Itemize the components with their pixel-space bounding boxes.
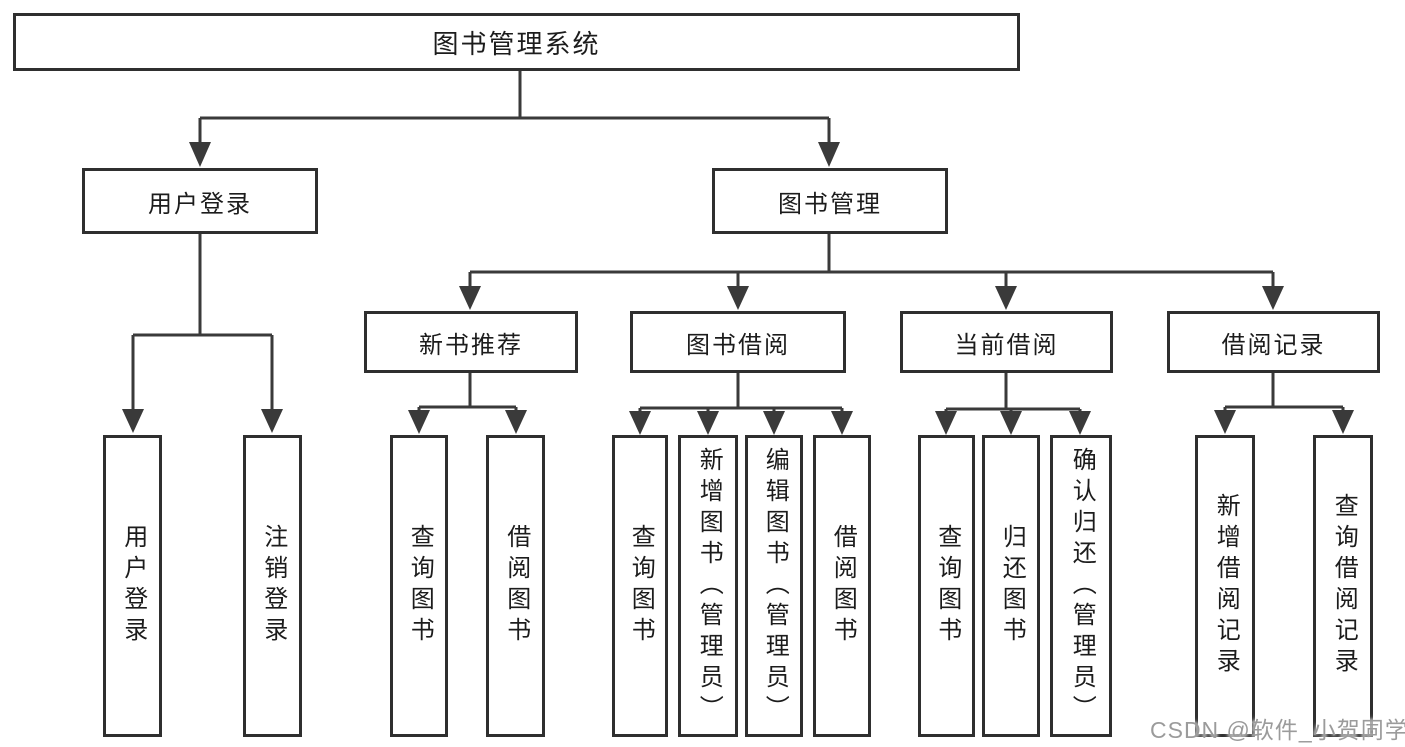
leaf-logout: 注销登录 <box>243 435 302 737</box>
leaf-recommend-borrow-books: 借阅图书 <box>486 435 545 737</box>
node-user-login: 用户登录 <box>82 168 318 234</box>
node-label: 查询图书 <box>406 524 434 648</box>
node-label: 编辑图书（管理员） <box>761 446 789 726</box>
node-label: 查询图书 <box>627 524 655 648</box>
leaf-borrow-query-books: 查询图书 <box>612 435 668 737</box>
node-new-book-recommend: 新书推荐 <box>364 311 578 373</box>
node-library-management-system: 图书管理系统 <box>13 13 1020 71</box>
node-label: 新增借阅记录 <box>1212 493 1240 679</box>
leaf-add-borrow-record: 新增借阅记录 <box>1195 435 1255 737</box>
node-label: 借阅图书 <box>502 524 530 648</box>
leaf-confirm-return-admin: 确认归还（管理员） <box>1050 435 1112 737</box>
node-label: 借阅图书 <box>829 524 857 648</box>
node-label: 图书管理系统 <box>432 28 601 59</box>
node-label: 注销登录 <box>259 524 287 648</box>
node-label: 用户登录 <box>148 190 252 218</box>
node-label: 查询借阅记录 <box>1330 493 1358 679</box>
node-label: 查询图书 <box>933 524 961 648</box>
node-label: 当前借阅 <box>954 331 1059 359</box>
csdn-watermark: CSDN @软件_小贺同学 <box>1150 717 1405 743</box>
node-label: 借阅记录 <box>1221 331 1326 359</box>
node-current-borrow: 当前借阅 <box>900 311 1113 373</box>
node-label: 新增图书（管理员） <box>695 446 723 726</box>
node-label: 归还图书 <box>998 524 1026 648</box>
leaf-user-login: 用户登录 <box>103 435 162 737</box>
leaf-current-query-books: 查询图书 <box>918 435 975 737</box>
node-borrow-records: 借阅记录 <box>1167 311 1380 373</box>
leaf-borrow-books: 借阅图书 <box>813 435 871 737</box>
leaf-edit-books-admin: 编辑图书（管理员） <box>745 435 803 737</box>
node-label: 图书借阅 <box>686 331 790 359</box>
node-label: 确认归还（管理员） <box>1068 446 1096 726</box>
node-book-management: 图书管理 <box>712 168 948 234</box>
node-book-borrow: 图书借阅 <box>630 311 846 373</box>
node-label: 图书管理 <box>778 190 882 218</box>
node-label: 新书推荐 <box>419 331 523 359</box>
leaf-add-books-admin: 新增图书（管理员） <box>678 435 738 737</box>
leaf-recommend-query-books: 查询图书 <box>390 435 448 737</box>
leaf-query-borrow-record: 查询借阅记录 <box>1313 435 1373 737</box>
node-label: 用户登录 <box>119 524 147 648</box>
leaf-return-books: 归还图书 <box>982 435 1040 737</box>
